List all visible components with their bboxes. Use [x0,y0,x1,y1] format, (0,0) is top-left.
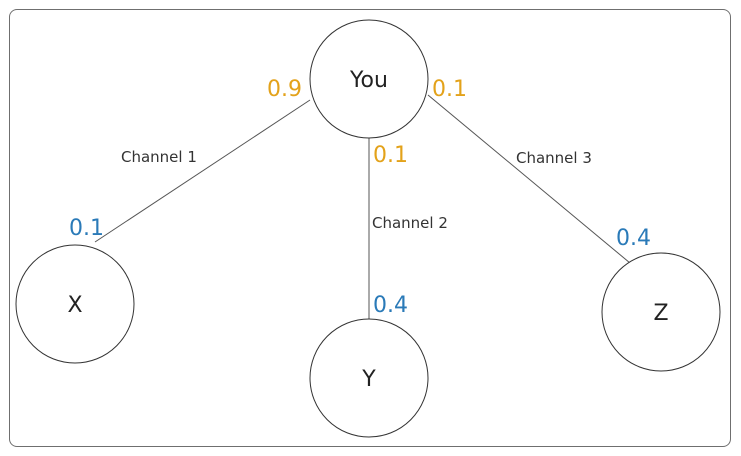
node-y-label: Y [361,367,376,392]
weight-channel-3-source: 0.1 [432,77,467,102]
node-you-label: You [349,68,388,93]
weight-channel-1-source: 0.9 [267,77,302,102]
weight-channel-2-target: 0.4 [373,293,408,318]
node-you[interactable]: You [309,19,429,139]
weight-channel-3-target: 0.4 [616,226,651,251]
edge-label-channel-2: Channel 2 [372,214,448,232]
edge-channel-1 [94,99,311,243]
edge-label-channel-1: Channel 1 [121,148,197,166]
weight-channel-2-source: 0.1 [373,143,408,168]
edge-channel-3 [427,94,631,264]
weight-channel-1-target: 0.1 [69,216,104,241]
edge-label-channel-3: Channel 3 [516,149,592,167]
node-z[interactable]: Z [601,252,721,372]
node-x[interactable]: X [15,244,135,364]
node-x-label: X [67,293,82,318]
node-z-label: Z [653,301,668,326]
node-y[interactable]: Y [309,318,429,438]
